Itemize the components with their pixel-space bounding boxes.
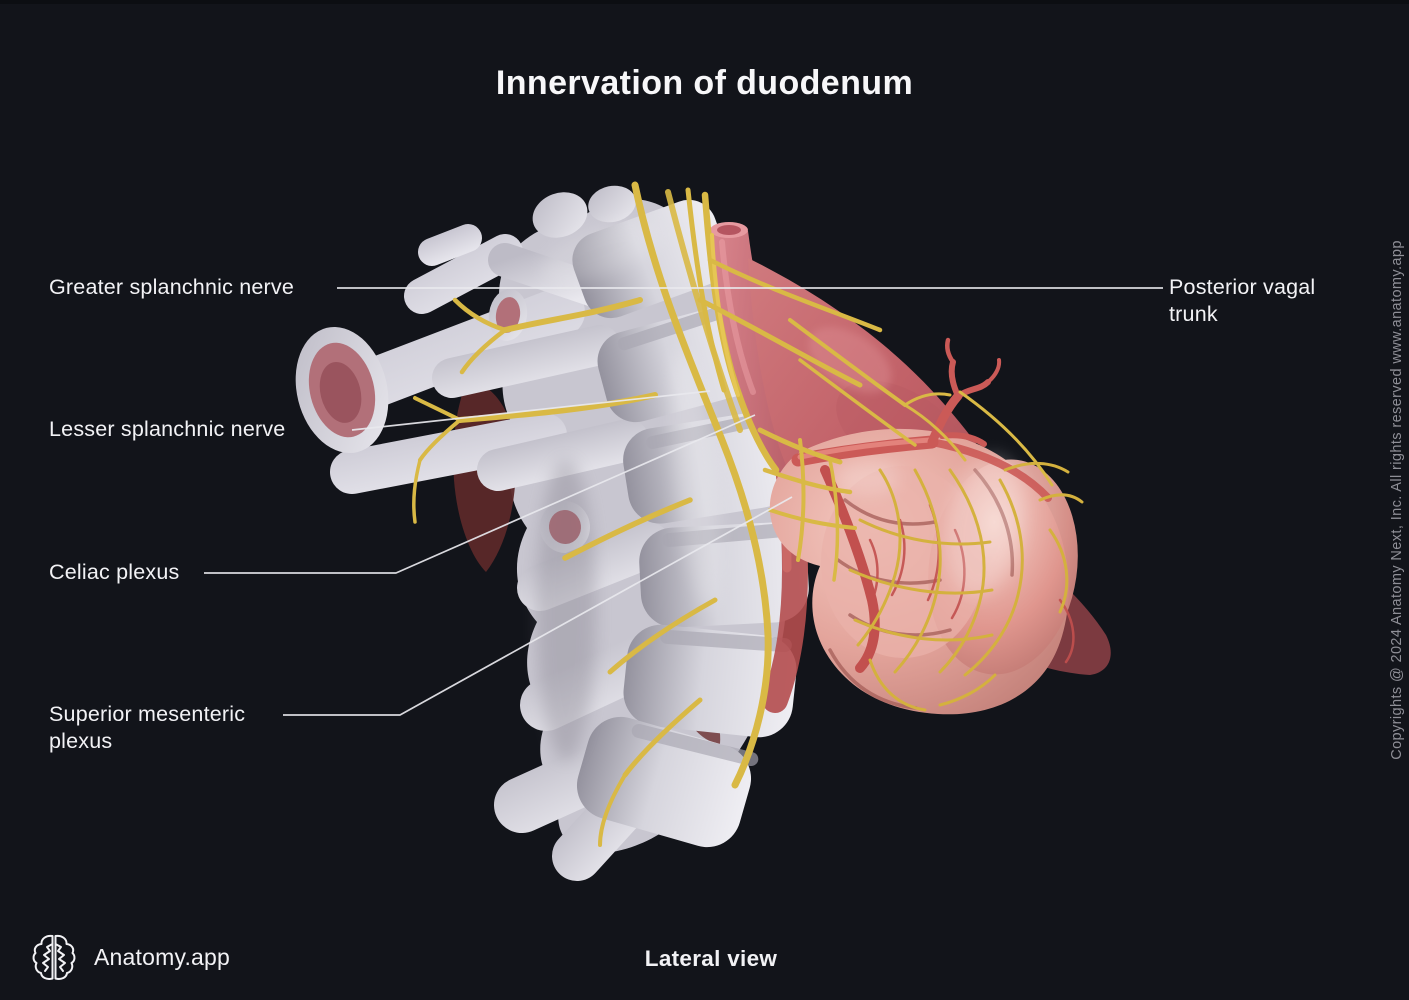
label-greater-splanchnic-nerve: Greater splanchnic nerve	[49, 275, 295, 299]
esophagus-vagal-trunk	[710, 222, 866, 508]
nerves	[412, 181, 1084, 847]
label-celiac-plexus: Celiac plexus	[49, 560, 180, 584]
duodenum	[769, 428, 1078, 715]
page-title: Innervation of duodenum	[495, 63, 914, 102]
label-posterior-vagal-trunk: Posterior vagal trunk	[1169, 275, 1316, 327]
top-edge-strip	[0, 0, 1409, 4]
brain-icon	[32, 934, 76, 980]
leader-lines	[204, 287, 1163, 716]
brand-name: Anatomy.app	[94, 943, 231, 970]
leader-lesser-splanchnic	[351, 390, 711, 431]
copyright-watermark: Copyrights @ 2024 Anatomy Next, Inc. All…	[1389, 240, 1405, 760]
label-lesser-splanchnic-nerve: Lesser splanchnic nerve	[49, 417, 286, 441]
label-superior-mesenteric-plexus: Superior mesenteric plexus	[49, 702, 246, 754]
leader-superior-mesenteric-plexus	[283, 496, 793, 716]
brand-lockup: Anatomy.app	[30, 930, 230, 984]
view-label: Lateral view	[644, 946, 778, 971]
arteries	[791, 337, 1052, 673]
leader-celiac-plexus	[204, 414, 756, 574]
